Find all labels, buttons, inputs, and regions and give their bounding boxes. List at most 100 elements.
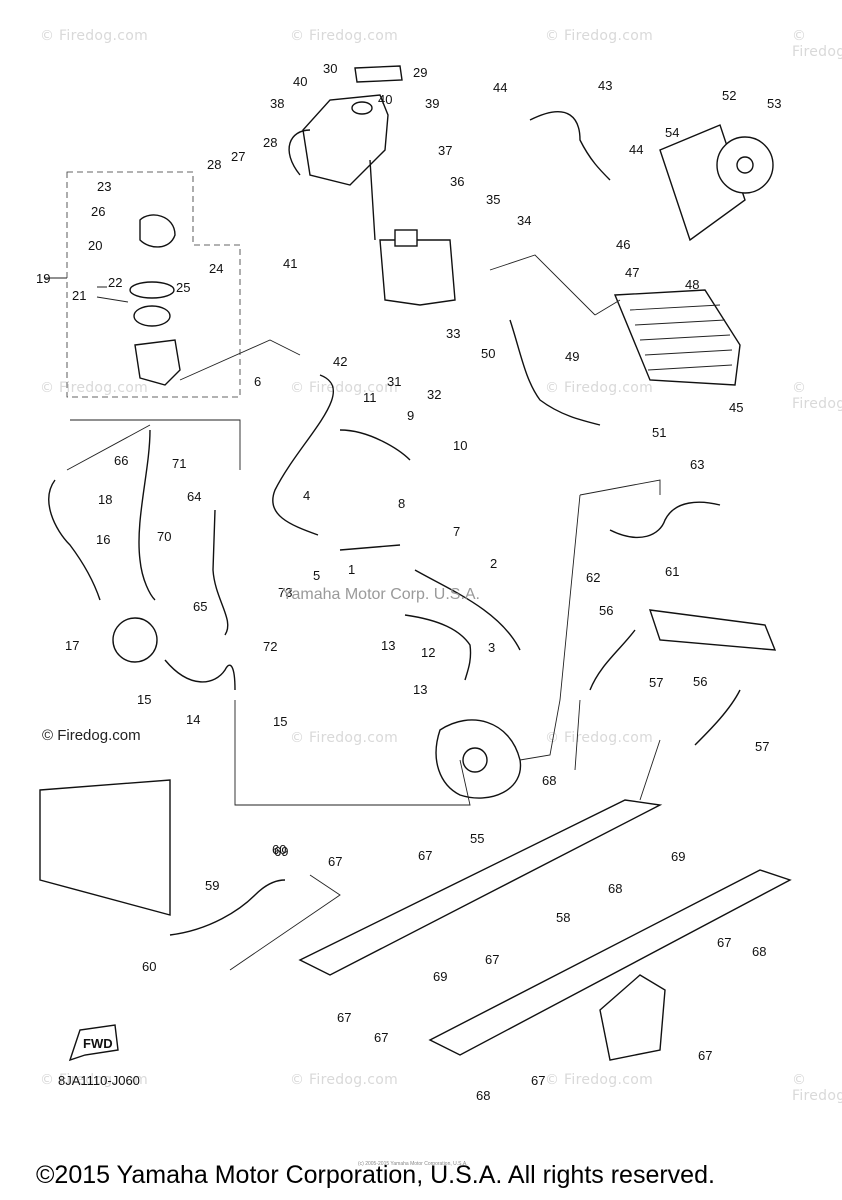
part-label: 54 <box>665 125 679 140</box>
part-label: 42 <box>333 354 347 369</box>
part-label: 51 <box>652 425 666 440</box>
watermark: © Firedog.com <box>545 28 654 44</box>
hose-64 <box>138 429 156 601</box>
watermark: © Firedog.com <box>545 1072 654 1088</box>
part-label: 28 <box>207 157 221 172</box>
part-label: 50 <box>481 346 495 361</box>
part-label: 67 <box>337 1010 351 1025</box>
part-label: 56 <box>693 674 707 689</box>
watermark: © Firedog.com <box>290 730 399 746</box>
brand-mark: © Firedog.com <box>42 727 141 744</box>
part-label: 62 <box>586 570 600 585</box>
hose-16 <box>48 479 101 601</box>
hose-12 <box>404 614 472 681</box>
watermark: © Firedog.com <box>792 1072 842 1104</box>
part-label: 72 <box>263 639 277 654</box>
part-label: 23 <box>97 179 111 194</box>
part-label: 67 <box>698 1048 712 1063</box>
part-label: 25 <box>176 280 190 295</box>
part-label: 68 <box>542 773 556 788</box>
part-label: 22 <box>108 275 122 290</box>
part-label: 27 <box>231 149 245 164</box>
part-label: 70 <box>157 529 171 544</box>
center-watermark: Yamaha Motor Corp. U.S.A. <box>282 586 480 603</box>
part-label: 69 <box>433 969 447 984</box>
part-label: 65 <box>193 599 207 614</box>
hose-14 <box>164 659 236 691</box>
part-label: 17 <box>65 638 79 653</box>
part-label: 40 <box>378 92 392 107</box>
part-label: 30 <box>323 61 337 76</box>
part-label: 41 <box>283 256 297 271</box>
part-label: 49 <box>565 349 579 364</box>
watermark: © Firedog.com <box>290 380 399 396</box>
part-label: 10 <box>453 438 467 453</box>
part-label: 14 <box>186 712 200 727</box>
part-label: 57 <box>649 675 663 690</box>
part-label: 58 <box>556 910 570 925</box>
part-label: 26 <box>91 204 105 219</box>
part-label: 44 <box>629 142 643 157</box>
part-label: 15 <box>137 692 151 707</box>
part-label: 63 <box>690 457 704 472</box>
fwd-label: FWD <box>83 1036 113 1051</box>
part-code: 8JA1110-J060 <box>58 1073 140 1088</box>
part-label: 68 <box>752 944 766 959</box>
part-label: 69 <box>274 844 288 859</box>
frame-rail-58 <box>428 869 792 1056</box>
hose-59 <box>169 879 286 936</box>
copyright-footer: ©2015 Yamaha Motor Corporation, U.S.A. A… <box>36 1161 715 1189</box>
part-label: 69 <box>671 849 685 864</box>
watermark: © Firedog.com <box>290 1072 399 1088</box>
oil-cooler <box>648 609 777 651</box>
hose-49 <box>509 319 601 426</box>
part-label: 57 <box>755 739 769 754</box>
part-label: 34 <box>517 213 531 228</box>
part-label: 68 <box>608 881 622 896</box>
watermark: © Firedog.com <box>40 28 149 44</box>
part-label: 1 <box>348 562 355 577</box>
part-label: 73 <box>278 585 292 600</box>
bracket <box>599 974 666 1061</box>
hose-2 <box>414 569 521 651</box>
part-label: 52 <box>722 88 736 103</box>
fwd-arrow-icon <box>68 1024 119 1062</box>
hose-1 <box>339 544 401 551</box>
hose-70 <box>212 509 229 636</box>
part-label: 68 <box>476 1088 490 1103</box>
part-label: 33 <box>446 326 460 341</box>
part-label: 44 <box>493 80 507 95</box>
hose-4 <box>272 374 334 536</box>
part-label: 21 <box>72 288 86 303</box>
part-label: 4 <box>303 488 310 503</box>
watermark: © Firedog.com <box>40 1072 149 1088</box>
watermark: © Firedog.com <box>290 28 399 44</box>
part-label: 67 <box>531 1073 545 1088</box>
hose-56b <box>694 689 741 746</box>
part-label: 28 <box>263 135 277 150</box>
part-label: 12 <box>421 645 435 660</box>
part-label: 46 <box>616 237 630 252</box>
part-label: 18 <box>98 492 112 507</box>
part-label: 60 <box>272 842 286 857</box>
hose-56 <box>589 629 636 691</box>
part-label: 6 <box>254 374 261 389</box>
part-label: 5 <box>313 568 320 583</box>
part-label: 19 <box>36 271 50 286</box>
watermark: © Firedog.com <box>545 730 654 746</box>
part-label: 15 <box>273 714 287 729</box>
part-label: 36 <box>450 174 464 189</box>
part-label: 67 <box>485 952 499 967</box>
part-label: 11 <box>363 390 377 405</box>
part-label: 8 <box>398 496 405 511</box>
part-label: 66 <box>114 453 128 468</box>
part-label: 37 <box>438 143 452 158</box>
part-label: 3 <box>488 640 495 655</box>
thermostat-group-box <box>66 171 241 398</box>
part-label: 45 <box>729 400 743 415</box>
tiny-credit: (c) 2005-2015 Yamaha Motor Corporation, … <box>358 1161 468 1167</box>
part-label: 53 <box>767 96 781 111</box>
left-frame-plate <box>39 779 171 916</box>
part-label: 39 <box>425 96 439 111</box>
